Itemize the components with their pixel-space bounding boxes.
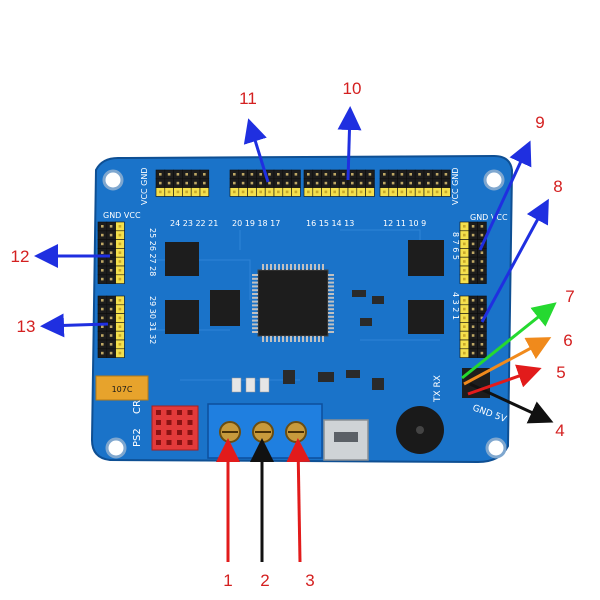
silk-ps2: PS2 bbox=[132, 428, 143, 447]
header-top-block-3 bbox=[303, 169, 375, 197]
mounting-hole-top-right bbox=[483, 169, 505, 191]
silk-right-channels-b: 4 3 2 1 bbox=[451, 292, 460, 320]
driver-chip-middle bbox=[210, 290, 240, 326]
led-3 bbox=[259, 377, 270, 393]
silk-top-channels-d: 12 11 10 9 bbox=[383, 219, 426, 228]
callout-label-13: 13 bbox=[17, 317, 36, 336]
header-top-block-2 bbox=[229, 169, 301, 197]
arrow-5 bbox=[467, 364, 542, 396]
led-2 bbox=[245, 377, 256, 393]
ps2-header-pins bbox=[156, 410, 193, 445]
mounting-hole-bottom-right bbox=[485, 437, 507, 459]
led-1 bbox=[231, 377, 242, 393]
callout-label-9: 9 bbox=[535, 113, 544, 132]
callout-label-2: 2 bbox=[260, 571, 269, 590]
mounting-hole-bottom-left bbox=[105, 437, 127, 459]
header-right-block-1 bbox=[459, 221, 487, 284]
driver-chip-right-bottom bbox=[408, 300, 444, 334]
mcu-pins bbox=[252, 264, 334, 342]
silk-top-right-power: VCC GND bbox=[451, 167, 460, 205]
arrow-9 bbox=[478, 140, 532, 251]
arrow-10 bbox=[337, 106, 362, 181]
silk-cr: CR bbox=[132, 400, 143, 414]
silk-left-channels-b: 29 30 31 32 bbox=[148, 296, 157, 344]
arrow-11 bbox=[243, 118, 270, 183]
header-right-block-2 bbox=[459, 295, 487, 358]
arrow-6 bbox=[463, 337, 552, 386]
callout-label-11: 11 bbox=[239, 89, 257, 108]
silk-top-channels-c: 16 15 14 13 bbox=[306, 219, 354, 228]
header-left-block-1 bbox=[97, 221, 125, 284]
callout-label-10: 10 bbox=[343, 79, 362, 98]
arrow-7 bbox=[461, 302, 557, 380]
silk-left-power: GND VCC bbox=[103, 211, 141, 220]
arrow-3 bbox=[286, 438, 311, 563]
callout-arrows bbox=[34, 106, 557, 563]
callout-label-12: 12 bbox=[11, 247, 30, 266]
callout-label-8: 8 bbox=[553, 177, 562, 196]
capacitor-label: 107C bbox=[112, 385, 133, 394]
silk-left-channels: 25 26 27 28 bbox=[148, 228, 157, 276]
callout-label-5: 5 bbox=[556, 363, 565, 382]
arrow-8 bbox=[480, 198, 549, 323]
callout-label-1: 1 bbox=[223, 571, 232, 590]
silk-top-left-power: VCC GND bbox=[140, 167, 149, 205]
header-top-block-4 bbox=[379, 169, 451, 197]
silkscreen-labels: VCC GND VCC GND GND VCC GND VCC 24 23 22… bbox=[103, 167, 508, 447]
driver-chip-left-top bbox=[165, 242, 199, 276]
callout-label-6: 6 bbox=[563, 331, 572, 350]
tantalum-capacitor bbox=[95, 375, 149, 401]
mounting-hole-top-left bbox=[102, 169, 124, 191]
components: 107C bbox=[95, 240, 490, 461]
header-left-block-2 bbox=[97, 295, 125, 358]
main-mcu-chip bbox=[257, 269, 329, 337]
callout-label-7: 7 bbox=[565, 287, 574, 306]
driver-chip-right-top bbox=[408, 240, 444, 276]
header-top-block-1 bbox=[155, 169, 210, 197]
silk-top-channels-a: 24 23 22 21 bbox=[170, 219, 218, 228]
callout-labels: 1 2 3 4 5 6 7 8 9 10 11 12 13 bbox=[11, 79, 575, 590]
callout-label-4: 4 bbox=[555, 421, 564, 440]
driver-chip-left-bottom bbox=[165, 300, 199, 334]
servo-headers bbox=[97, 169, 487, 358]
silk-right-power: GND VCC bbox=[470, 213, 508, 222]
silk-right-channels: 8 7 6 5 bbox=[451, 232, 460, 260]
silk-top-channels-b: 20 19 18 17 bbox=[232, 219, 280, 228]
arrow-13 bbox=[40, 313, 109, 338]
silk-tx-rx: TX RX bbox=[433, 375, 443, 403]
callout-label-3: 3 bbox=[305, 571, 314, 590]
